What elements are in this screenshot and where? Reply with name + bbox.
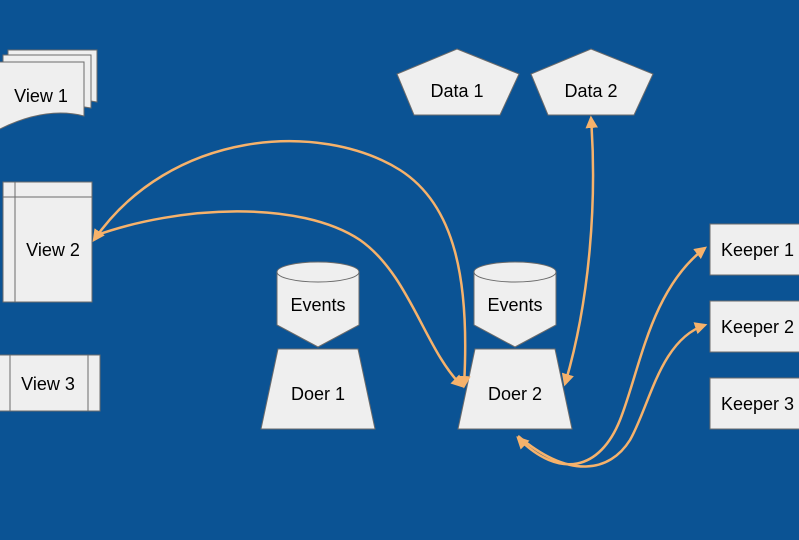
view2-label: View 2 [26,240,80,260]
doer1-node[interactable]: Doer 1 [260,348,376,430]
events2-node[interactable]: Events [473,261,557,348]
keeper2-node[interactable]: Keeper 2 [709,300,799,353]
events2-label: Events [487,295,542,315]
data2-node[interactable]: Data 2 [530,48,654,116]
connector-data2-doer2 [561,115,598,387]
events1-node[interactable]: Events [276,261,360,348]
doer2-node[interactable]: Doer 2 [457,348,573,430]
doer2-label: Doer 2 [488,384,542,404]
view3-node[interactable]: View 3 [0,354,101,412]
data2-label: Data 2 [564,81,617,101]
data1-node[interactable]: Data 1 [396,48,520,116]
connector-view2-doer2-upper [92,140,471,389]
connector-doer2-keeper1 [516,246,707,466]
view2-node[interactable]: View 2 [2,181,93,303]
view3-label: View 3 [21,374,75,394]
keeper1-node[interactable]: Keeper 1 [709,223,799,276]
connector-view2-doer2-lower [93,210,464,388]
connector-doer2-keeper2 [517,322,708,468]
keeper2-label: Keeper 2 [721,317,794,337]
view1-node[interactable]: View 1 [0,49,98,130]
data1-label: Data 1 [430,81,483,101]
keeper3-label: Keeper 3 [721,394,794,414]
keeper1-label: Keeper 1 [721,240,794,260]
events1-label: Events [290,295,345,315]
doer1-label: Doer 1 [291,384,345,404]
keeper3-node[interactable]: Keeper 3 [709,377,799,430]
view1-label: View 1 [14,86,68,106]
